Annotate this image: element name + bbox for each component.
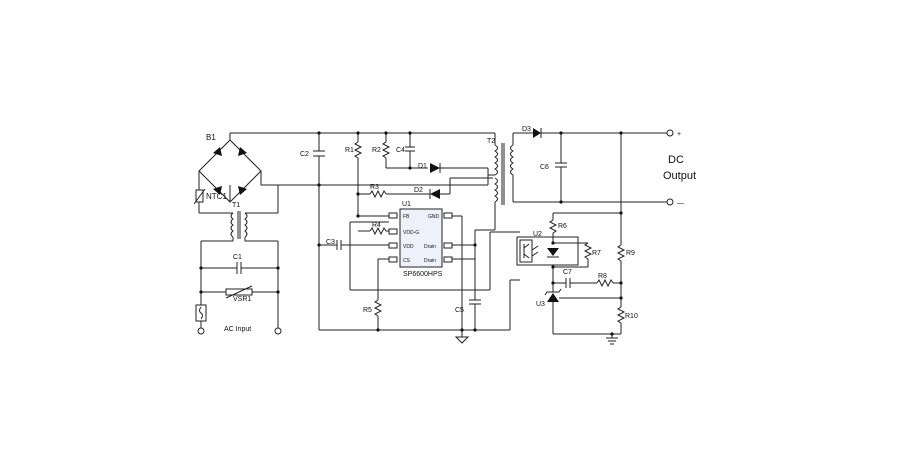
thermistor-ntc1 xyxy=(193,188,206,213)
diode-d1 xyxy=(430,163,488,173)
r5-label: R5 xyxy=(363,307,372,314)
t2-label: T2 xyxy=(487,138,495,145)
ground-icon xyxy=(454,330,470,344)
capacitor-c3 xyxy=(319,240,389,250)
b1-label: B1 xyxy=(206,133,216,142)
c6-label: C6 xyxy=(540,164,549,171)
u1-label: U1 xyxy=(402,201,411,208)
r1-label: R1 xyxy=(345,147,354,154)
diode-d3 xyxy=(513,128,667,138)
ntc1-label: NTC1 xyxy=(206,192,227,201)
pin-vdd-g: VDD-G xyxy=(403,230,419,236)
capacitor-c1 xyxy=(201,262,278,274)
dc-output-line2: Output xyxy=(663,170,696,182)
controller-chip-u1: FB VDD-G VDD CS GND Drain Drain xyxy=(388,208,453,268)
resistor-r8 xyxy=(596,278,621,288)
ac-terminal-right[interactable] xyxy=(274,327,282,335)
d1-label: D1 xyxy=(418,163,427,170)
r4-label: R4 xyxy=(372,222,381,229)
shunt-regulator-u3 xyxy=(544,288,621,334)
fuse xyxy=(195,304,207,328)
capacitor-c2 xyxy=(313,133,325,330)
junction-dots xyxy=(199,131,623,336)
c1-label: C1 xyxy=(233,254,242,261)
c3-label: C3 xyxy=(326,239,335,246)
resistor-r6 xyxy=(548,213,558,243)
r2-label: R2 xyxy=(372,147,381,154)
c7-label: C7 xyxy=(563,269,572,276)
resistor-r1 xyxy=(353,133,363,216)
pin-cs: CS xyxy=(403,258,411,264)
c2-label: C2 xyxy=(300,151,309,158)
capacitor-c7 xyxy=(553,278,597,288)
plus-sign: + xyxy=(677,131,681,138)
c5-label: C5 xyxy=(455,307,464,314)
resistor-r4 xyxy=(358,226,389,236)
output-terminal-positive[interactable] xyxy=(666,129,674,137)
pin-gnd: GND xyxy=(428,214,440,220)
r3-label: R3 xyxy=(370,184,379,191)
pin-drain-2: Drain xyxy=(424,258,436,264)
resistor-r7 xyxy=(553,242,593,268)
r9-label: R9 xyxy=(626,250,635,257)
diode-d2 xyxy=(429,177,493,199)
pin-vdd: VDD xyxy=(403,244,414,250)
ac-terminal-left[interactable] xyxy=(197,327,205,335)
resistor-r5 xyxy=(373,299,383,330)
pin-drain-1: Drain xyxy=(424,244,436,250)
minus-sign: — xyxy=(677,200,684,207)
transformer-t2 xyxy=(487,133,514,230)
u3-label: U3 xyxy=(536,301,545,308)
u2-label: U2 xyxy=(533,231,542,238)
ac-input-label: AC Input xyxy=(224,326,251,333)
output-terminal-negative[interactable] xyxy=(666,198,674,206)
optocoupler-u2 xyxy=(516,236,579,266)
r7-label: R7 xyxy=(592,250,601,257)
pin-fb: FB xyxy=(403,214,410,220)
d3-label: D3 xyxy=(522,126,531,133)
chip-part-number: SP6600HPS xyxy=(403,271,443,278)
vsr1-label: VSR1 xyxy=(233,296,251,303)
common-mode-choke-t1 xyxy=(199,185,279,242)
capacitor-c5 xyxy=(469,299,481,330)
r8-label: R8 xyxy=(598,273,607,280)
t1-label: T1 xyxy=(232,202,240,209)
capacitor-c4 xyxy=(405,133,415,168)
capacitor-c6 xyxy=(555,133,567,202)
resistor-r10 xyxy=(616,306,626,334)
varistor-vsr1 xyxy=(201,285,278,299)
c4-label: C4 xyxy=(396,147,405,154)
d2-label: D2 xyxy=(414,187,423,194)
dc-output-line1: DC xyxy=(668,154,684,166)
r6-label: R6 xyxy=(558,223,567,230)
resistor-r3 xyxy=(358,189,430,199)
r10-label: R10 xyxy=(625,313,638,320)
secondary-ground-icon xyxy=(553,333,621,345)
